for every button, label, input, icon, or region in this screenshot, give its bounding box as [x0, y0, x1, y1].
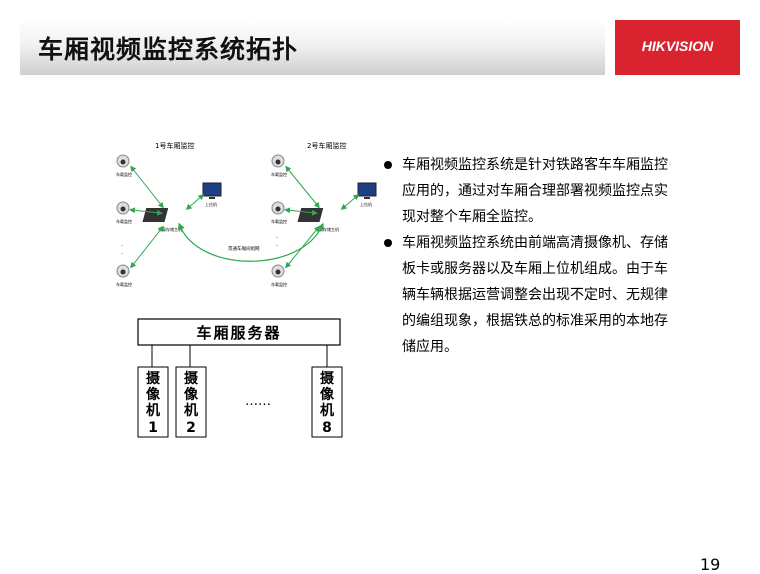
bullet-item: 车厢视频监控系统是针对铁路客车车厢监控应用的，通过对车厢合理部署视频监控点实现对…	[380, 152, 670, 230]
bullet-dot-icon	[384, 161, 392, 169]
page-number: 19	[700, 555, 721, 574]
svg-text:上位机: 上位机	[205, 201, 217, 207]
camera-icon: 车载监控	[271, 154, 287, 177]
camera-icon: 车载监控	[116, 264, 132, 287]
camera-2-box: 摄 像 机 2	[175, 366, 207, 438]
svg-text:车载监控: 车载监控	[271, 218, 287, 224]
svg-text:车载监控: 车载监控	[116, 171, 132, 177]
server-box	[137, 318, 341, 346]
camera-8-box: 摄 像 机 8	[311, 366, 343, 438]
bullet-list: 车厢视频监控系统是针对铁路客车车厢监控应用的，通过对车厢合理部署视频监控点实现对…	[380, 152, 670, 360]
svg-text:车载监控: 车载监控	[271, 281, 287, 287]
brand-logo: HIKVISION	[615, 20, 740, 75]
svg-text:像: 像	[184, 386, 199, 403]
svg-text:车载存储主机: 车载存储主机	[315, 226, 339, 232]
camera-icon: 车载监控	[116, 154, 132, 177]
svg-text:·: ·	[121, 243, 123, 250]
svg-text:·: ·	[121, 251, 123, 258]
svg-text:车载监控: 车载监控	[116, 281, 132, 287]
bullet-dot-icon	[384, 239, 392, 247]
svg-text:·: ·	[276, 243, 278, 250]
title-bar	[20, 20, 605, 75]
svg-text:上位机: 上位机	[360, 201, 372, 207]
network-label: 贯通车厢间组网	[228, 245, 260, 252]
car2-label: 2号车厢监控	[307, 141, 346, 150]
server-label: 车厢服务器	[196, 324, 281, 342]
svg-text:机: 机	[184, 402, 198, 419]
ellipsis: ……	[245, 394, 271, 409]
svg-text:摄: 摄	[146, 370, 161, 387]
svg-text:8: 8	[322, 420, 332, 436]
svg-text:机: 机	[146, 402, 160, 419]
pc-icon: 上位机	[202, 182, 222, 207]
svg-text:·: ·	[276, 235, 278, 242]
svg-text:像: 像	[320, 386, 335, 403]
camera-icon: 车载监控	[271, 201, 287, 224]
svg-text:摄: 摄	[320, 370, 335, 387]
svg-text:1: 1	[148, 420, 158, 436]
bullet-item: 车厢视频监控系统由前端高清摄像机、存储板卡或服务器以及车厢上位机组成。由于车辆车…	[380, 230, 670, 360]
slide-title: 车厢视频监控系统拓扑	[38, 35, 299, 64]
bullet-text: 车厢视频监控系统是针对铁路客车车厢监控应用的，通过对车厢合理部署视频监控点实现对…	[402, 157, 668, 225]
svg-text:摄: 摄	[184, 370, 199, 387]
logo-text: HIKVISION	[641, 38, 714, 54]
topology-diagram: 1号车厢监控 2号车厢监控 车载监控 车载监控 ·· 车载监控 车载存储主机 上…	[116, 141, 377, 287]
camera-icon: 车载监控	[271, 264, 287, 287]
svg-text:车载监控: 车载监控	[271, 171, 287, 177]
camera-1-box: 摄 像 机 1	[137, 366, 169, 438]
car1-label: 1号车厢监控	[155, 141, 194, 150]
server-diagram: 车厢服务器 摄 像 机 1 摄 像 机 2 …… 摄 像 机 8	[137, 318, 343, 438]
camera-icon: 车载监控	[116, 201, 132, 224]
svg-text:车载存储主机: 车载存储主机	[158, 226, 182, 232]
svg-text:机: 机	[320, 402, 334, 419]
svg-text:像: 像	[146, 386, 161, 403]
svg-text:2: 2	[186, 420, 196, 436]
bullet-text: 车厢视频监控系统由前端高清摄像机、存储板卡或服务器以及车厢上位机组成。由于车辆车…	[402, 235, 668, 355]
svg-text:车载监控: 车载监控	[116, 218, 132, 224]
pc-icon: 上位机	[357, 182, 377, 207]
